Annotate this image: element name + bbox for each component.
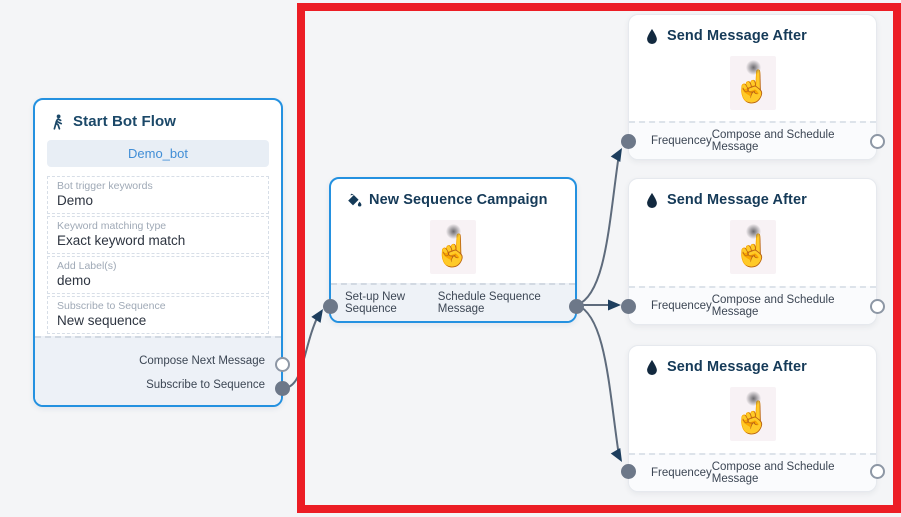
node-body-gesture[interactable]: ☝ <box>729 56 776 110</box>
field-value: Demo <box>57 193 94 208</box>
touch-smudge-icon <box>745 391 761 406</box>
send-node-title: Send Message After <box>667 28 807 44</box>
send-message-after-node-3[interactable]: Send Message After ☝ Frequencey Compose … <box>620 345 885 492</box>
arrowhead-icon <box>610 447 622 462</box>
input-port-frequency[interactable] <box>620 299 636 314</box>
send-node-title: Send Message After <box>667 192 807 208</box>
send-input-label: Frequencey <box>651 467 712 479</box>
field-label: Subscribe to Sequence <box>57 300 166 312</box>
sequence-input-label: Set-up New Sequence <box>345 291 406 315</box>
send-output-label: Compose and Schedule Message <box>711 461 835 485</box>
field-add-labels[interactable]: Add Label(s) demo <box>47 256 269 294</box>
send-output-label: Compose and Schedule Message <box>711 294 835 318</box>
output-port-compose-next-message[interactable] <box>274 357 290 372</box>
send-node-footer: Frequencey Compose and Schedule Message <box>629 453 876 491</box>
start-bot-flow-node[interactable]: Start Bot Flow Demo_bot Bot trigger keyw… <box>33 98 290 407</box>
new-sequence-campaign-node[interactable]: New Sequence Campaign ☝ Set-up New Seque… <box>322 177 584 323</box>
node-body-gesture[interactable]: ☝ <box>729 387 776 441</box>
field-bot-trigger-keywords[interactable]: Bot trigger keywords Demo <box>47 176 269 214</box>
water-drop-icon <box>647 29 657 44</box>
output-port-compose-schedule-message[interactable] <box>869 464 885 479</box>
send-node-footer: Frequencey Compose and Schedule Message <box>629 121 876 159</box>
send-message-after-node-1[interactable]: Send Message After ☝ Frequencey Compose … <box>620 14 885 160</box>
send-output-label: Compose and Schedule Message <box>711 129 835 153</box>
touch-smudge-icon <box>446 224 461 239</box>
hand-pointer-icon: ☝ <box>433 232 473 268</box>
start-node-fields: Bot trigger keywords Demo Keyword matchi… <box>47 176 269 334</box>
hand-pointer-icon: ☝ <box>733 232 772 268</box>
edge-schedule-to-send-1[interactable] <box>576 153 620 306</box>
sequence-node-title: New Sequence Campaign <box>369 192 548 208</box>
water-drop-icon <box>647 193 657 208</box>
field-keyword-matching-type[interactable]: Keyword matching type Exact keyword matc… <box>47 216 269 254</box>
hand-pointer-icon: ☝ <box>733 399 772 435</box>
arrowhead-icon <box>311 309 323 323</box>
send-input-label: Frequencey <box>651 300 712 312</box>
field-subscribe-to-sequence[interactable]: Subscribe to Sequence New sequence <box>47 296 269 334</box>
water-drop-icon <box>647 360 657 375</box>
field-label: Keyword matching type <box>57 220 167 232</box>
node-body-gesture[interactable]: ☝ <box>729 220 776 274</box>
node-body-gesture[interactable]: ☝ <box>430 220 476 274</box>
send-node-header: Send Message After <box>629 179 876 214</box>
paint-pour-icon <box>348 193 362 207</box>
output-port-schedule-sequence-message[interactable] <box>568 299 584 314</box>
field-label: Add Label(s) <box>57 260 117 272</box>
start-node-header: Start Bot Flow <box>35 100 281 136</box>
bot-name-button[interactable]: Demo_bot <box>47 140 269 167</box>
sequence-node-header: New Sequence Campaign <box>331 179 575 214</box>
input-port-frequency[interactable] <box>620 464 636 479</box>
field-value: New sequence <box>57 313 147 328</box>
input-port-frequency[interactable] <box>620 134 636 149</box>
sequence-node-footer: Set-up New Sequence Schedule Sequence Me… <box>331 283 575 321</box>
send-input-label: Frequencey <box>651 135 712 147</box>
touch-smudge-icon <box>745 224 761 239</box>
hand-pointer-icon: ☝ <box>733 68 772 104</box>
output-port-subscribe-to-sequence[interactable] <box>274 381 290 396</box>
send-message-after-node-2[interactable]: Send Message After ☝ Frequencey Compose … <box>620 178 885 325</box>
input-port-setup-new-sequence[interactable] <box>322 299 338 314</box>
field-value: Exact keyword match <box>57 233 186 248</box>
sequence-output-label: Schedule Sequence Message <box>437 291 541 315</box>
arrowhead-icon <box>610 148 622 163</box>
output-port-compose-schedule-message[interactable] <box>869 134 885 149</box>
touch-smudge-icon <box>745 60 761 75</box>
field-label: Bot trigger keywords <box>57 180 153 192</box>
output-row-subscribe-to-sequence: Subscribe to Sequence <box>146 379 265 391</box>
send-node-header: Send Message After <box>629 346 876 381</box>
edge-schedule-to-send-3[interactable] <box>576 304 620 457</box>
send-node-header: Send Message After <box>629 15 876 50</box>
start-node-output-footer: Compose Next Message Subscribe to Sequen… <box>35 336 281 405</box>
start-node-title: Start Bot Flow <box>73 113 177 130</box>
send-node-title: Send Message After <box>667 359 807 375</box>
arrowhead-icon <box>608 299 621 311</box>
field-value: demo <box>57 273 91 288</box>
walking-person-icon <box>53 114 63 130</box>
output-row-compose-next-message: Compose Next Message <box>139 355 265 367</box>
output-port-compose-schedule-message[interactable] <box>869 299 885 314</box>
send-node-footer: Frequencey Compose and Schedule Message <box>629 286 876 324</box>
edge-subscribe-to-setup[interactable] <box>282 313 320 390</box>
